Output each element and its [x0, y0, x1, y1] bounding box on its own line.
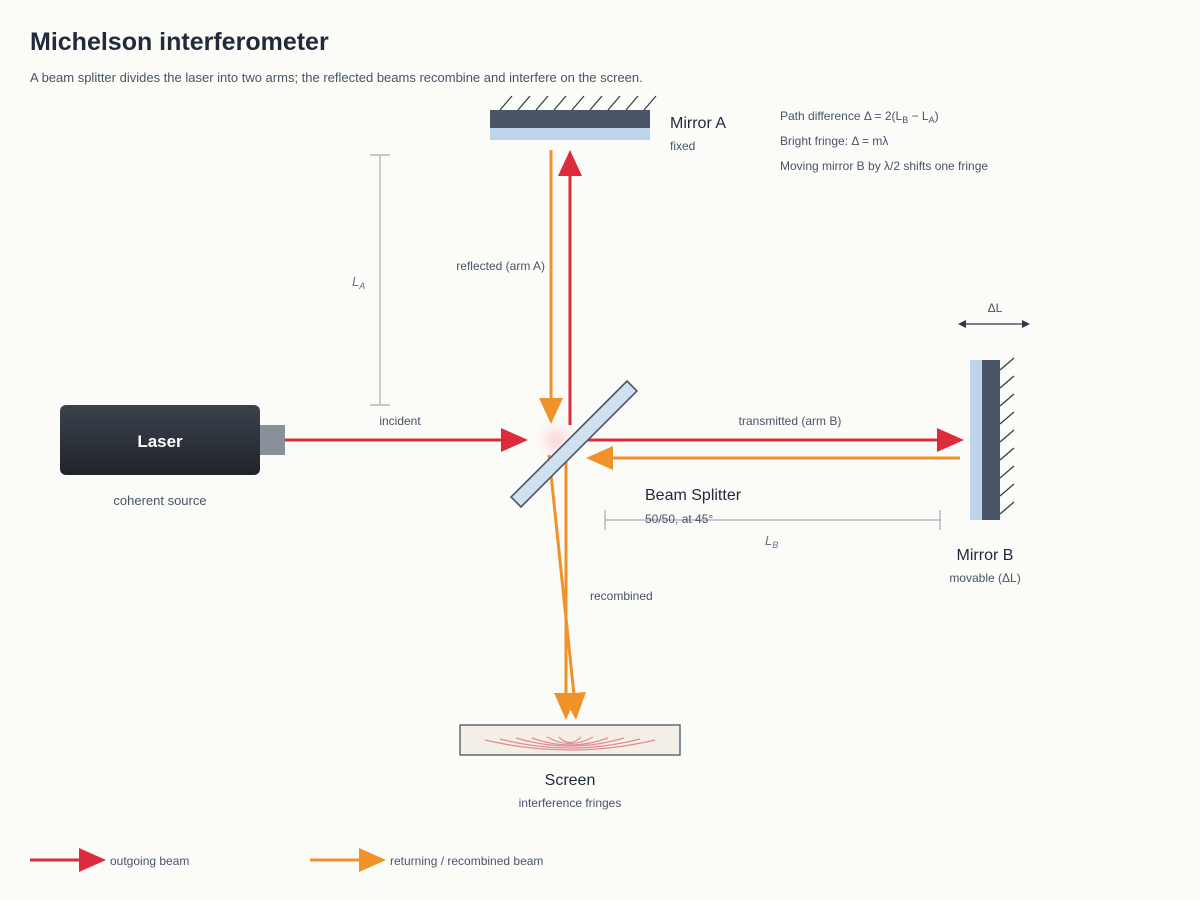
- lb-label: LB: [765, 533, 778, 550]
- page-title: Michelson interferometer: [30, 28, 329, 56]
- reflected-label: reflected (arm A): [456, 259, 545, 273]
- screen-note: interference fringes: [519, 796, 622, 810]
- arm-a-return-arrowhead: [539, 398, 563, 424]
- beam-splitter-note: 50/50, at 45°: [645, 512, 713, 526]
- mirror-a-backing: [490, 110, 650, 128]
- mirror-a-hatching: [499, 95, 657, 111]
- la-label: LA: [352, 274, 365, 291]
- beam-splitter: Beam Splitter 50/50, at 45°: [509, 379, 742, 526]
- transmitted-arrowhead: [937, 428, 964, 452]
- dimension-la: LA: [352, 154, 390, 406]
- mirror-a-label: Mirror A: [670, 115, 726, 132]
- recombined-arrowhead-a: [562, 692, 586, 720]
- legend-returning: returning / recombined beam: [310, 848, 543, 872]
- page-subtitle: A beam splitter divides the laser into t…: [30, 70, 643, 85]
- laser-body: [60, 405, 260, 475]
- dimension-lb: LB: [604, 510, 941, 550]
- beam-splitter-label: Beam Splitter: [645, 487, 742, 504]
- mirror-b-hatching: [999, 357, 1015, 515]
- beam-spot: [546, 430, 566, 450]
- beams: [285, 150, 964, 720]
- mirror-b-label: Mirror B: [957, 547, 1014, 564]
- legend-returning-label: returning / recombined beam: [390, 854, 543, 868]
- screen: Screen interference fringes: [459, 724, 681, 810]
- delta-l-label: ΔL: [988, 301, 1003, 315]
- mirror-b: Mirror B movable (ΔL): [949, 357, 1021, 585]
- laser-note: coherent source: [113, 493, 206, 508]
- recombined-label: recombined: [590, 589, 653, 603]
- beam-splitter-plate: [509, 379, 639, 509]
- legend-outgoing: outgoing beam: [30, 848, 189, 872]
- mirror-a-glass: [490, 128, 650, 140]
- laser-label: Laser: [137, 432, 183, 451]
- beam-labels: incident reflected (arm A) transmitted (…: [379, 259, 841, 603]
- equation-bright-fringe: Bright fringe: Δ = mλ: [780, 134, 888, 148]
- equation-fringe-shift: Moving mirror B by λ/2 shifts one fringe: [780, 159, 988, 173]
- mirror-b-glass: [970, 360, 982, 520]
- mirror-b-note: movable (ΔL): [949, 571, 1020, 585]
- equations: Path difference Δ = 2(LB − LA) Bright fr…: [780, 109, 988, 173]
- mirror-a: Mirror A fixed: [490, 95, 726, 153]
- screen-label: Screen: [545, 772, 596, 789]
- beam-glows: [285, 160, 950, 700]
- equation-path-difference: Path difference Δ = 2(LB − LA): [780, 109, 939, 125]
- laser-aperture: [260, 425, 285, 455]
- laser: Laser coherent source: [60, 405, 285, 508]
- dimension-delta-l: ΔL: [958, 301, 1030, 328]
- transmitted-label: transmitted (arm B): [739, 414, 842, 428]
- interference-fringes: [484, 736, 656, 751]
- mirror-b-backing: [982, 360, 1000, 520]
- incident-label: incident: [379, 414, 421, 428]
- legend-returning-arrow: [359, 848, 386, 872]
- reflected-arrowhead: [558, 150, 582, 176]
- recombined-beam-a: [547, 454, 576, 696]
- legend-outgoing-arrow: [79, 848, 106, 872]
- mirror-a-note: fixed: [670, 139, 695, 153]
- legend: outgoing beam returning / recombined bea…: [30, 848, 543, 872]
- legend-outgoing-label: outgoing beam: [110, 854, 189, 868]
- incident-arrowhead: [501, 428, 528, 452]
- arm-b-return-arrowhead: [586, 446, 613, 470]
